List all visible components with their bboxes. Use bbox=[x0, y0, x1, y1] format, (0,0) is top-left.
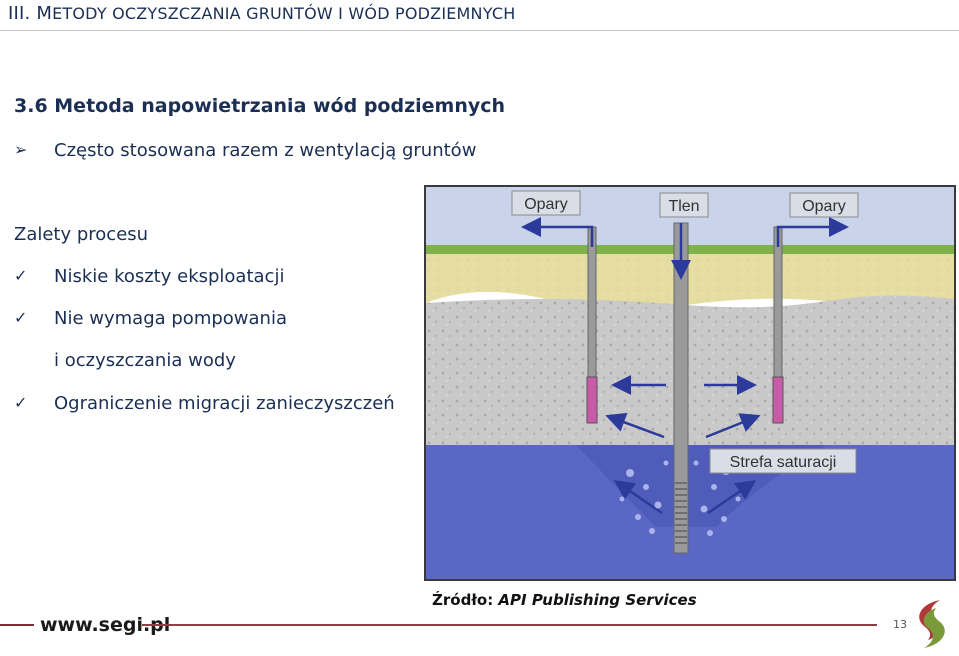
footer-rule bbox=[142, 624, 877, 626]
advantage-text: Nie wymaga pompowania bbox=[54, 308, 287, 329]
gravel-layer bbox=[426, 295, 954, 449]
section-title: 3.6 Metoda napowietrzania wód podziemnyc… bbox=[14, 95, 506, 117]
left-well-screen bbox=[586, 376, 598, 424]
header-prefix: III. M bbox=[8, 3, 53, 24]
svg-text:Opary: Opary bbox=[524, 196, 568, 213]
segi-logo-icon bbox=[919, 600, 945, 648]
footer-rule-left bbox=[0, 624, 34, 626]
sand-layer bbox=[426, 254, 954, 309]
advantages-title: Zalety procesu bbox=[14, 224, 149, 245]
advantage-text: i oczyszczania wody bbox=[54, 350, 236, 371]
svg-text:Opary: Opary bbox=[802, 198, 846, 215]
grass-layer bbox=[426, 245, 954, 254]
header-title: ETODY OCZYSZCZANIA GRUNTÓW I WÓD PODZIEM… bbox=[52, 4, 516, 23]
figure-caption: Źródło: API Publishing Services bbox=[432, 591, 697, 609]
caption-label: Źródło: bbox=[432, 591, 499, 609]
caption-source: API Publishing Services bbox=[498, 591, 697, 609]
right-well-screen bbox=[772, 376, 784, 424]
air-sparging-diagram: Opary Tlen Opary Strefa saturacji bbox=[424, 185, 956, 581]
advantage-text: Ograniczenie migracji zanieczyszczeń bbox=[54, 393, 395, 414]
intro-bullet-text: Często stosowana razem z wentylacją grun… bbox=[54, 140, 477, 161]
flow-arrow bbox=[707, 480, 757, 515]
footer-url[interactable]: www.segi.pl bbox=[40, 614, 171, 636]
checkmark-icon: ✓ bbox=[14, 308, 28, 327]
label-tlen: Tlen bbox=[659, 192, 709, 218]
center-well-screen bbox=[675, 482, 687, 544]
diagram-svg: Opary Tlen Opary Strefa saturacji bbox=[426, 187, 954, 579]
svg-text:Tlen: Tlen bbox=[668, 198, 699, 215]
flow-arrow bbox=[705, 413, 761, 439]
checkmark-icon: ✓ bbox=[14, 266, 28, 285]
label-strefa-saturacji: Strefa saturacji bbox=[709, 448, 857, 474]
flow-arrow bbox=[605, 412, 665, 439]
label-opary-right: Opary bbox=[789, 192, 859, 218]
slide-header: III. METODY OCZYSZCZANIA GRUNTÓW I WÓD P… bbox=[8, 3, 515, 24]
arrow-bullet-icon: ➢ bbox=[14, 140, 28, 159]
svg-text:Strefa saturacji: Strefa saturacji bbox=[730, 454, 837, 471]
advantage-text: Niskie koszty eksploatacji bbox=[54, 266, 285, 287]
page-number: 13 bbox=[893, 618, 907, 631]
label-opary-left: Opary bbox=[511, 190, 581, 216]
right-vapor-arrow bbox=[776, 217, 849, 247]
checkmark-icon: ✓ bbox=[14, 393, 28, 412]
flow-arrow bbox=[613, 480, 663, 515]
header-divider bbox=[0, 30, 959, 31]
left-vapor-arrow bbox=[521, 217, 594, 247]
